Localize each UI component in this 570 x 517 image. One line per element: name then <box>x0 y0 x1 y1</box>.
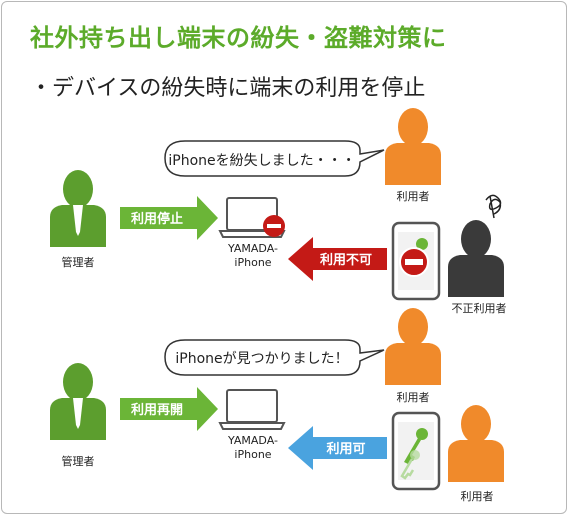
blocked-icon <box>263 215 285 237</box>
scribble-icon <box>485 194 502 219</box>
speech-bubble-found: iPhoneが見つかりました！ <box>164 339 385 376</box>
page-subtitle: ・デバイスの紛失時に端末の利用を停止 <box>30 76 426 101</box>
bubble-lost-text: iPhoneを紛失しました・・・ <box>168 153 355 169</box>
admin-label: 管理者 <box>62 454 95 468</box>
suspend-arrow: 利用停止 <box>120 196 218 240</box>
user-label: 利用者 <box>397 391 430 404</box>
admin-person-icon <box>50 363 106 440</box>
laptop-icon <box>219 389 285 430</box>
allowed-arrow-label: 利用可 <box>326 441 365 457</box>
admin-person-icon <box>50 170 106 247</box>
speech-bubble-lost: iPhoneを紛失しました・・・ <box>164 140 385 177</box>
admin-label: 管理者 <box>62 255 95 269</box>
user2-label: 利用者 <box>461 490 494 503</box>
user-person-icon <box>385 308 441 385</box>
resume-arrow-label: 利用再開 <box>131 402 183 418</box>
page-title: 社外持ち出し端末の紛失・盗難対策に <box>30 24 447 52</box>
key-icon <box>400 428 428 480</box>
device-label-line1: YAMADA- <box>227 434 278 447</box>
thief-person-icon <box>448 220 504 297</box>
device-label-line2: iPhone <box>234 256 271 269</box>
suspend-arrow-label: 利用停止 <box>131 211 183 227</box>
user-label: 利用者 <box>397 190 430 203</box>
user-person-icon <box>385 108 441 185</box>
allowed-arrow: 利用可 <box>288 426 387 470</box>
user2-person-icon <box>448 405 504 482</box>
blocked-arrow-label: 利用不可 <box>320 252 372 268</box>
blocked-icon-phone <box>399 247 429 277</box>
device-label-line1: YAMADA- <box>227 242 278 255</box>
blocked-arrow: 利用不可 <box>288 237 387 281</box>
resume-arrow: 利用再開 <box>120 387 218 431</box>
thief-label: 不正利用者 <box>452 302 507 315</box>
device-label-line2: iPhone <box>234 448 271 461</box>
bubble-found-text: iPhoneが見つかりました！ <box>175 351 348 367</box>
